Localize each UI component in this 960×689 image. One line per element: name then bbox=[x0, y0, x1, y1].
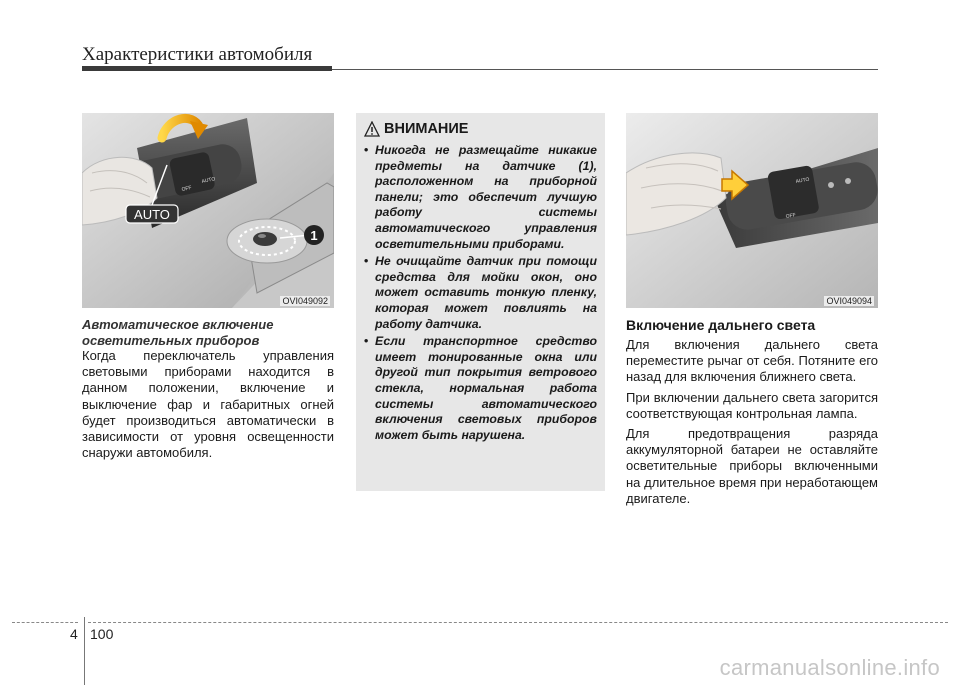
footer-page-number: 100 bbox=[90, 626, 114, 642]
footer-dashed-rule bbox=[12, 622, 78, 623]
header-rule bbox=[82, 66, 332, 71]
paragraph: Когда переключатель управления световыми… bbox=[82, 348, 334, 461]
auto-light-switch-illustration: 1 OFF AUTO AUTO bbox=[82, 113, 334, 308]
paragraph: При включении дальнего света загорится с… bbox=[626, 389, 878, 421]
header-rule-thin bbox=[332, 69, 878, 70]
figure-code: OVI049094 bbox=[824, 296, 874, 306]
footer-divider bbox=[84, 617, 85, 685]
high-beam-description: Для включения дальнего света переместите… bbox=[626, 337, 878, 511]
auto-label: AUTO bbox=[134, 207, 170, 222]
figure-caption: Автоматическое включение осветительных п… bbox=[82, 317, 334, 349]
figure-auto-light-switch: 1 OFF AUTO AUTO OVI049092 bbox=[82, 113, 334, 308]
warning-item: Не очищайте датчик при помощи средства д… bbox=[364, 254, 597, 332]
warning-title: ВНИМАНИЕ bbox=[384, 121, 469, 137]
figure-high-beam-lever: OFF AUTO OVI049094 bbox=[626, 113, 878, 308]
svg-text:AUTO: AUTO bbox=[795, 177, 810, 185]
caption-line-2: осветительных приборов bbox=[82, 333, 260, 348]
figure-code: OVI049092 bbox=[280, 296, 330, 306]
warning-triangle-icon bbox=[364, 121, 380, 137]
warning-list: Никогда не размещайте никакие предметы н… bbox=[364, 143, 597, 445]
svg-text:OFF: OFF bbox=[181, 185, 192, 193]
warning-box: ВНИМАНИЕ Никогда не размещайте никакие п… bbox=[356, 113, 605, 491]
warning-item: Если транспортное средство имеет тониров… bbox=[364, 334, 597, 443]
watermark: carmanualsonline.info bbox=[719, 655, 940, 680]
svg-text:OFF: OFF bbox=[785, 212, 796, 220]
footer-dashed-rule bbox=[88, 622, 948, 623]
caption-line-1: Автоматическое включение bbox=[82, 317, 274, 332]
section-heading: Включение дальнего света bbox=[626, 317, 816, 333]
auto-light-description: Когда переключатель управления световыми… bbox=[82, 348, 334, 465]
warning-item: Никогда не размещайте никакие предметы н… bbox=[364, 143, 597, 252]
footer-section-number: 4 bbox=[70, 626, 78, 642]
paragraph: Для включения дальнего света переместите… bbox=[626, 337, 878, 385]
page-header-title: Характеристики автомобиля bbox=[82, 44, 313, 65]
sensor-callout-number: 1 bbox=[310, 228, 317, 243]
paragraph: Для предотвращения разряда аккумуляторно… bbox=[626, 426, 878, 506]
svg-text:AUTO: AUTO bbox=[201, 176, 216, 185]
warning-header: ВНИМАНИЕ bbox=[364, 121, 468, 137]
high-beam-lever-illustration: OFF AUTO bbox=[626, 113, 878, 308]
